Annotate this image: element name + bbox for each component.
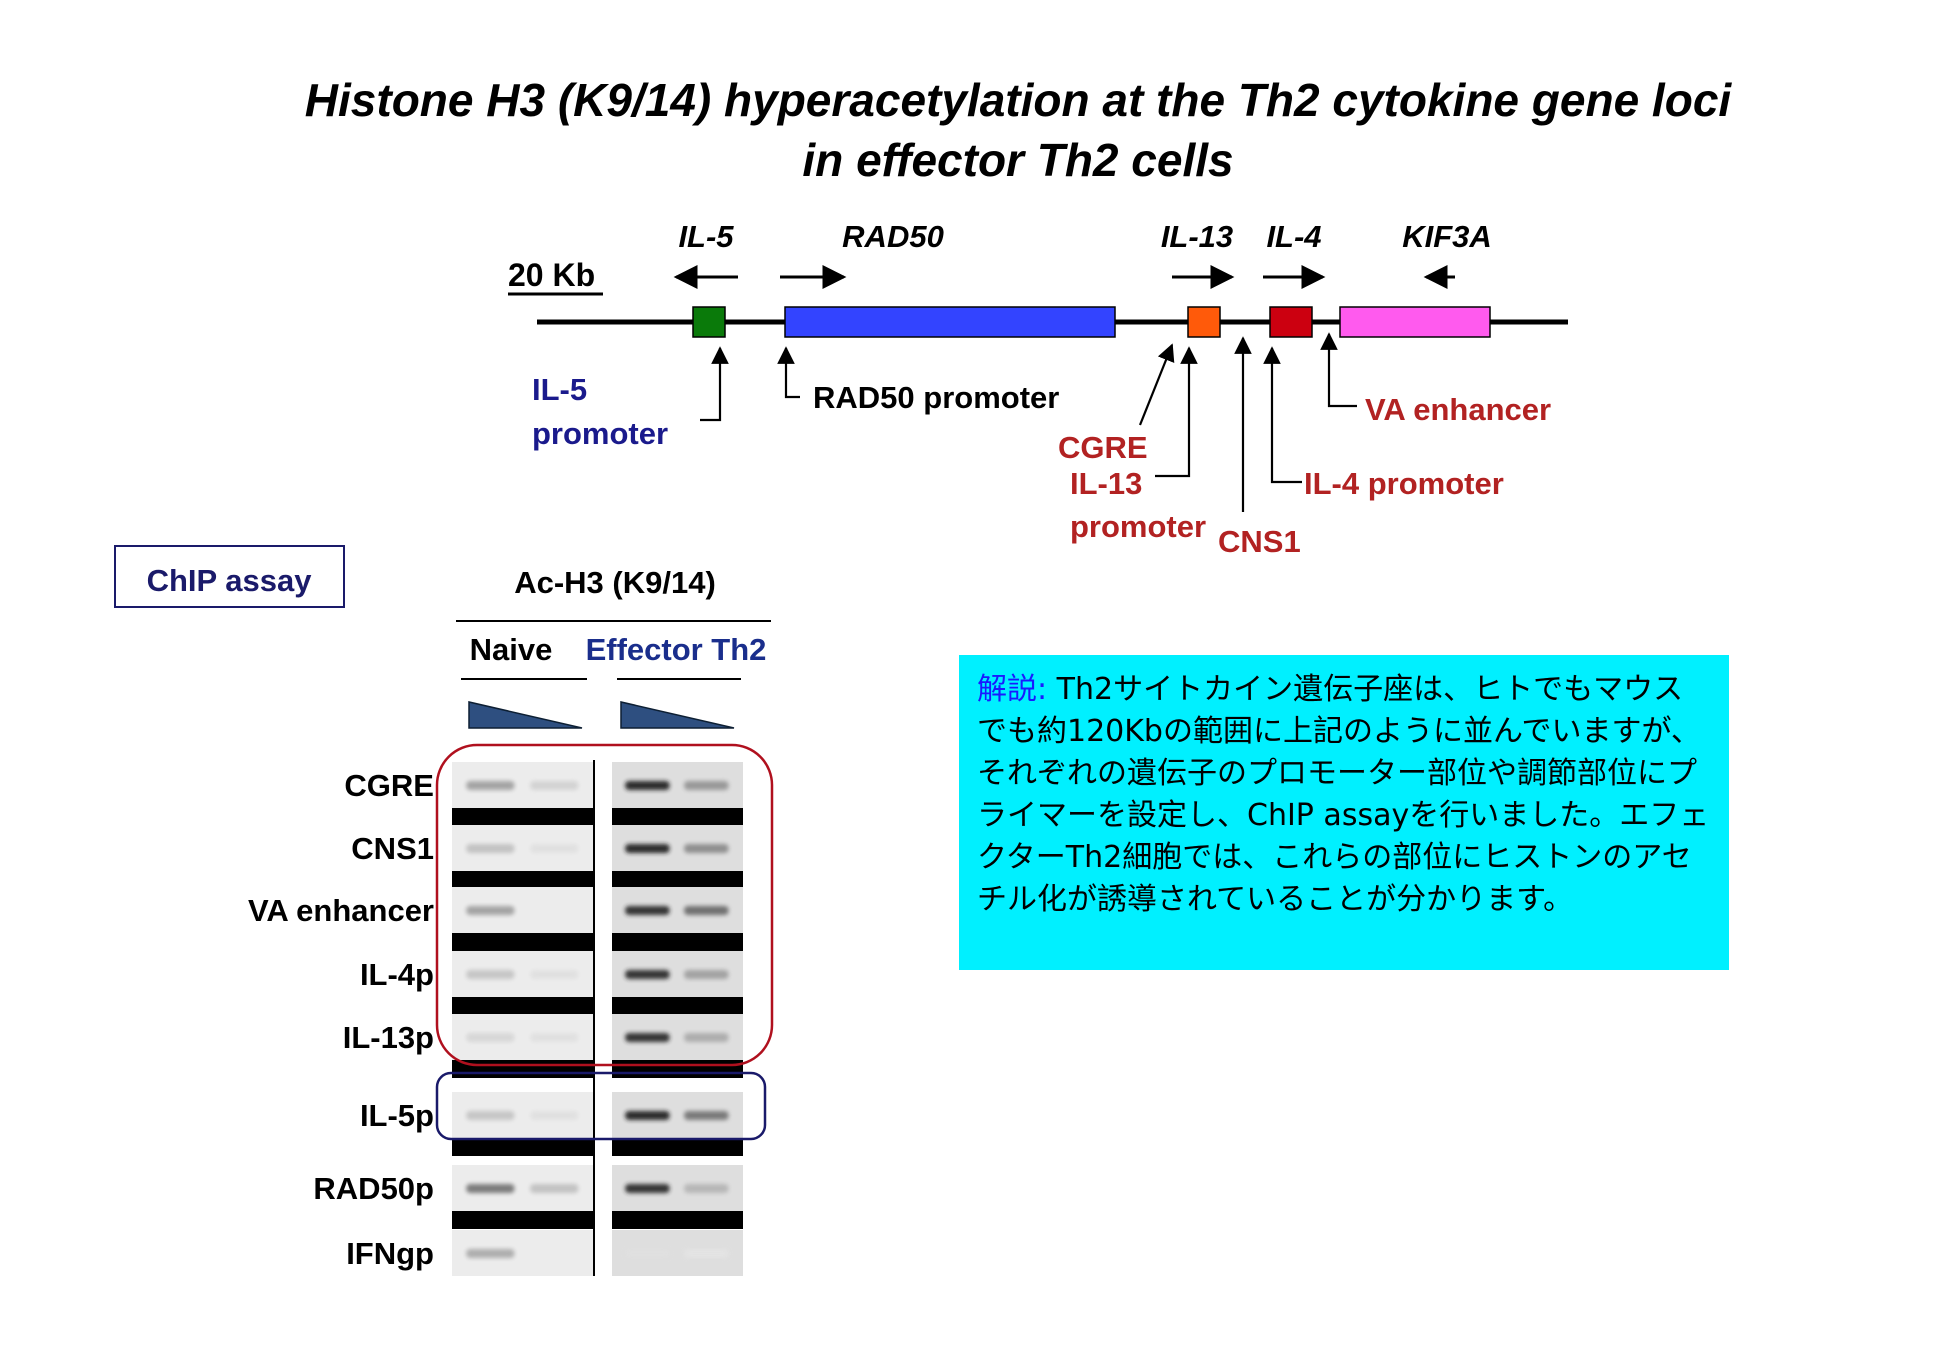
- band-naive-il-4p-lane1: [466, 970, 515, 979]
- group-label-effector-th2: Effector Th2: [586, 632, 767, 667]
- gel-separator-effector: [612, 997, 743, 1015]
- label-il4-promoter: IL-4 promoter: [1304, 466, 1504, 501]
- gel-row-label: CNS1: [351, 831, 434, 866]
- gene-label-il5: IL-5: [678, 219, 734, 254]
- titration-wedge-effector: [620, 701, 735, 729]
- band-effector-cgre-lane2: [684, 781, 729, 790]
- band-effector-il-13p-lane2: [684, 1033, 729, 1042]
- element-pointers: [700, 332, 1357, 512]
- gel-separator-naive: [452, 1138, 594, 1156]
- gene-box-rad50: [784, 306, 1116, 338]
- band-effector-il-5p-lane1: [625, 1111, 670, 1120]
- label-il13-promoter-line2: promoter: [1070, 509, 1206, 544]
- band-naive-cgre-lane1: [466, 781, 515, 790]
- gene-map: 20 Kb IL-5 RAD50 IL-13 IL-4 KIF3A: [508, 219, 1568, 559]
- band-naive-rad50p-lane1: [466, 1184, 515, 1193]
- explanation-box: 解説: Th2サイトカイン遺伝子座は、ヒトでもマウスでも約120Kbの範囲に上記…: [959, 655, 1729, 970]
- highlight-th2-loci: [435, 743, 774, 1067]
- band-effector-rad50p-lane2: [684, 1184, 729, 1193]
- gel-separator-naive: [452, 1060, 594, 1078]
- band-naive-il-5p-lane2: [530, 1111, 579, 1120]
- band-effector-cns1-lane2: [684, 844, 729, 853]
- band-naive-cns1-lane2: [530, 844, 579, 853]
- band-effector-va-enhancer-lane1: [625, 906, 670, 915]
- band-naive-il-4p-lane2: [530, 970, 579, 979]
- pointer-il5-promoter: [700, 346, 729, 422]
- band-naive-il-13p-lane2: [530, 1033, 579, 1042]
- gel-separator-effector: [612, 1211, 743, 1229]
- gene-box-il13: [1187, 306, 1221, 338]
- gel-separator-naive: [452, 808, 594, 826]
- chip-assay-label: ChIP assay: [147, 563, 313, 598]
- gel-row-label: IFNgp: [346, 1236, 434, 1271]
- gel-row-label: RAD50p: [313, 1171, 434, 1206]
- explanation-body: Th2サイトカイン遺伝子座は、ヒトでもマウスでも約120Kbの範囲に上記のように…: [977, 672, 1710, 917]
- gel-row-label: IL-5p: [360, 1098, 434, 1133]
- pointer-rad50-promoter: [777, 346, 800, 399]
- gel-row-label: CGRE: [344, 768, 434, 803]
- band-effector-il-4p-lane1: [625, 970, 670, 979]
- gene-label-il13: IL-13: [1161, 219, 1233, 254]
- band-effector-ifngp-lane1: [625, 1249, 670, 1258]
- gel-separator-naive: [452, 997, 594, 1015]
- gene-label-kif3a: KIF3A: [1402, 219, 1492, 254]
- title-line-2: in effector Th2 cells: [802, 134, 1234, 186]
- pointer-va-enhancer: [1320, 332, 1357, 408]
- gel-separator-effector: [612, 1060, 743, 1078]
- band-naive-il-13p-lane1: [466, 1033, 515, 1042]
- pointer-cgre: [1138, 343, 1175, 426]
- antibody-label: Ac-H3 (K9/14): [514, 565, 716, 600]
- band-effector-il-4p-lane2: [684, 970, 729, 979]
- highlight-il5: [435, 1071, 767, 1141]
- band-naive-cgre-lane2: [530, 781, 579, 790]
- group-label-naive: Naive: [470, 632, 553, 667]
- explanation-lead: 解説:: [977, 672, 1048, 707]
- label-va-enhancer: VA enhancer: [1365, 392, 1551, 427]
- gel-row-label: VA enhancer: [248, 893, 434, 928]
- label-cgre: CGRE: [1058, 430, 1148, 465]
- band-naive-va-enhancer-lane1: [466, 906, 515, 915]
- pointer-il13-promoter: [1155, 346, 1198, 478]
- band-effector-va-enhancer-lane2: [684, 906, 729, 915]
- gel-row-label: IL-13p: [343, 1020, 434, 1055]
- gel-separator-naive: [452, 933, 594, 951]
- titration-wedge-naive: [468, 701, 583, 729]
- gene-box-il5: [692, 306, 726, 338]
- chip-panel: ChIP assay Ac-H3 (K9/14) Naive Effector …: [114, 545, 774, 1276]
- gel-row-label: IL-4p: [360, 957, 434, 992]
- band-effector-rad50p-lane1: [625, 1184, 670, 1193]
- label-rad50-promoter: RAD50 promoter: [813, 380, 1059, 415]
- label-il5-promoter-line2: promoter: [532, 416, 668, 451]
- gel-separator-effector: [612, 1138, 743, 1156]
- gene-label-rad50: RAD50: [842, 219, 944, 254]
- band-effector-ifngp-lane2: [684, 1249, 729, 1258]
- gene-box-kif3a: [1339, 306, 1491, 338]
- label-il5-promoter-line1: IL-5: [532, 372, 587, 407]
- band-naive-rad50p-lane2: [530, 1184, 579, 1193]
- gel-rows: CGRE CNS1 VA enhancerIL-4pIL-13pIL-5pRAD50…: [248, 760, 743, 1276]
- label-il13-promoter-line1: IL-13: [1070, 466, 1142, 501]
- scale-label: 20 Kb: [508, 257, 595, 293]
- gel-separator-effector: [612, 933, 743, 951]
- gel-separator-effector: [612, 871, 743, 889]
- band-naive-ifngp-lane1: [466, 1249, 515, 1258]
- gene-label-il4: IL-4: [1266, 219, 1321, 254]
- band-effector-il-5p-lane2: [684, 1111, 729, 1120]
- gel-separator-effector: [612, 808, 743, 826]
- band-effector-il-13p-lane1: [625, 1033, 670, 1042]
- pointer-il4-promoter: [1263, 346, 1302, 484]
- band-effector-cns1-lane1: [625, 844, 670, 853]
- chip-assay-badge: [114, 545, 345, 608]
- band-effector-cgre-lane1: [625, 781, 670, 790]
- gene-box-il4: [1269, 306, 1313, 338]
- band-naive-il-5p-lane1: [466, 1111, 515, 1120]
- gel-separator-naive: [452, 1211, 594, 1229]
- title-line-1: Histone H3 (K9/14) hyperacetylation at t…: [304, 74, 1732, 126]
- label-cns1: CNS1: [1218, 524, 1301, 559]
- gel-separator-naive: [452, 871, 594, 889]
- band-naive-cns1-lane1: [466, 844, 515, 853]
